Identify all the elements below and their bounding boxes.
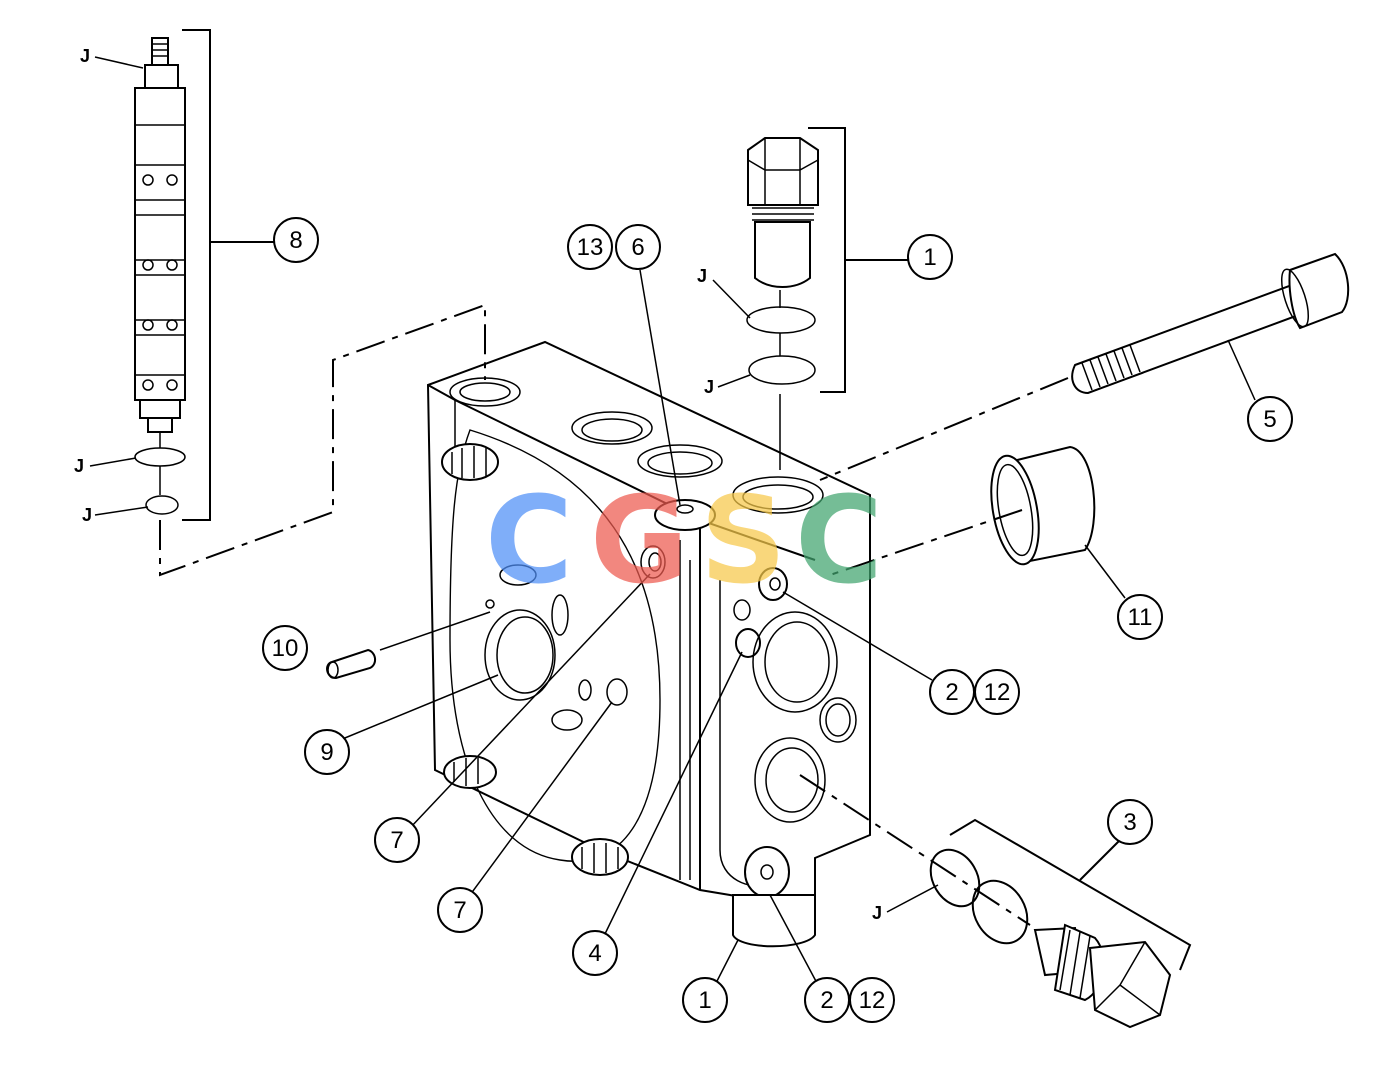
svg-text:8: 8 — [289, 227, 302, 254]
sleeve-11 — [829, 445, 1096, 576]
cartridge-8 — [134, 29, 275, 521]
svg-text:2: 2 — [945, 679, 958, 706]
j-label: J — [80, 46, 90, 66]
seal-3a — [929, 848, 981, 908]
callout-10: 10 — [262, 625, 308, 671]
j-label: J — [74, 456, 84, 476]
plug-2-upper — [758, 567, 788, 601]
j-label: J — [697, 266, 707, 286]
seal-3b — [971, 879, 1029, 945]
svg-text:3: 3 — [1123, 809, 1136, 836]
bolt-5 — [819, 252, 1350, 481]
callout-11: 11 — [1117, 594, 1163, 640]
j-label: J — [704, 377, 714, 397]
threaded-port-small — [819, 697, 857, 743]
bolt-boss-bottom-left — [443, 755, 497, 789]
cartridge-1-top — [746, 127, 908, 470]
callout-7-upper: 7 — [374, 817, 420, 863]
threaded-port-upper — [752, 611, 838, 713]
svg-text:2: 2 — [820, 987, 833, 1014]
j-label: J — [82, 505, 92, 525]
svg-text:1: 1 — [698, 987, 711, 1014]
seal-8a — [134, 447, 186, 467]
callout-2-upper: 2 — [929, 669, 975, 715]
svg-text:7: 7 — [390, 827, 403, 854]
svg-text:9: 9 — [320, 739, 333, 766]
top-port-2 — [571, 411, 653, 445]
callout-5: 5 — [1247, 396, 1293, 442]
svg-text:10: 10 — [272, 635, 299, 662]
callout-1-bottom: 1 — [682, 977, 728, 1023]
seal-1a — [746, 306, 816, 334]
callout-12-lower: 12 — [849, 977, 895, 1023]
svg-text:5: 5 — [1263, 406, 1276, 433]
plug-assembly-3 — [799, 774, 1192, 1029]
svg-text:6: 6 — [631, 234, 644, 261]
watermark-letter-s: S — [700, 472, 786, 611]
plug-2-lower — [744, 846, 790, 898]
svg-text:12: 12 — [859, 987, 886, 1014]
leader-lines — [89, 56, 1256, 986]
callout-12-upper: 12 — [974, 669, 1020, 715]
routing-line-8 — [159, 303, 486, 577]
callout-3: 3 — [1107, 799, 1153, 845]
threaded-port-lower — [754, 737, 826, 823]
svg-text:11: 11 — [1128, 604, 1153, 631]
watermark-logo: C G S C — [485, 472, 883, 611]
bolt-boss-bottom — [571, 838, 629, 876]
j-label: J — [872, 903, 882, 923]
watermark-letter-c1: C — [485, 472, 573, 611]
port-9 — [484, 609, 556, 701]
callout-13: 13 — [567, 224, 613, 270]
plug-6 — [654, 499, 716, 531]
callout-2-lower: 2 — [804, 977, 850, 1023]
top-port-4 — [732, 476, 824, 514]
valve-body — [426, 340, 871, 948]
svg-text:12: 12 — [984, 679, 1011, 706]
callout-7-lower: 7 — [437, 887, 483, 933]
callout-1-top: 1 — [907, 234, 953, 280]
svg-text:13: 13 — [577, 234, 604, 261]
bottom-plug-1 — [732, 894, 816, 948]
watermark-letter-g: G — [590, 472, 689, 611]
seal-8b — [145, 495, 179, 515]
orifice-7 — [640, 545, 666, 579]
callout-6: 6 — [615, 224, 661, 270]
svg-text:4: 4 — [588, 940, 601, 967]
bolt-boss-top-left — [441, 443, 499, 481]
top-port-3 — [637, 444, 723, 478]
callout-4: 4 — [572, 930, 618, 976]
watermark-letter-c2: C — [795, 472, 883, 611]
pin-10 — [326, 611, 491, 680]
svg-text:7: 7 — [453, 897, 466, 924]
callout-9: 9 — [304, 729, 350, 775]
callout-8: 8 — [273, 217, 319, 263]
svg-text:1: 1 — [923, 244, 936, 271]
seal-1b — [748, 355, 816, 385]
